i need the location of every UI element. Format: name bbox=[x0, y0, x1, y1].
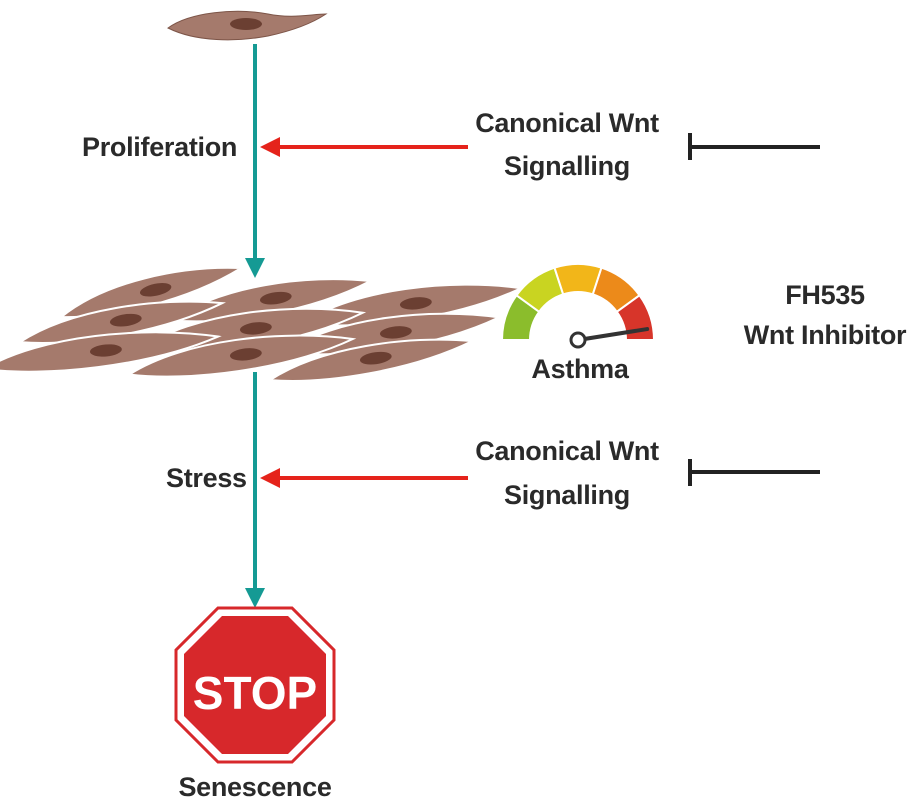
wnt-bottom-line1: Canonical Wnt bbox=[475, 436, 659, 466]
senescence-label: Senescence bbox=[178, 772, 332, 802]
cluster-cell bbox=[266, 338, 477, 382]
gauge-hub bbox=[569, 331, 587, 349]
gauge-label: Asthma bbox=[531, 354, 629, 384]
cluster-cell bbox=[0, 331, 222, 373]
cluster-cell bbox=[126, 334, 357, 378]
cell-cluster-icon bbox=[0, 266, 525, 382]
activation-arrow-proliferation bbox=[260, 137, 468, 157]
wnt-top-line2: Signalling bbox=[503, 151, 630, 181]
main-pathway-arrow bbox=[245, 44, 265, 608]
proliferation-label: Proliferation bbox=[82, 132, 238, 162]
inhibitor-line1: FH535 bbox=[740, 278, 910, 312]
inhibitor-line2: Wnt Inhibitor bbox=[736, 318, 914, 352]
wnt-bottom-line2: Signalling bbox=[503, 480, 630, 510]
severity-gauge-icon bbox=[500, 263, 656, 349]
stop-sign-text: STOP bbox=[193, 667, 317, 719]
stress-label: Stress bbox=[166, 463, 247, 493]
wnt-top-line1: Canonical Wnt bbox=[475, 108, 659, 138]
activation-arrow-stress bbox=[260, 468, 468, 488]
gauge-needle bbox=[576, 327, 650, 342]
stop-sign-icon: STOP bbox=[174, 606, 336, 764]
single-cell-icon bbox=[167, 10, 328, 41]
